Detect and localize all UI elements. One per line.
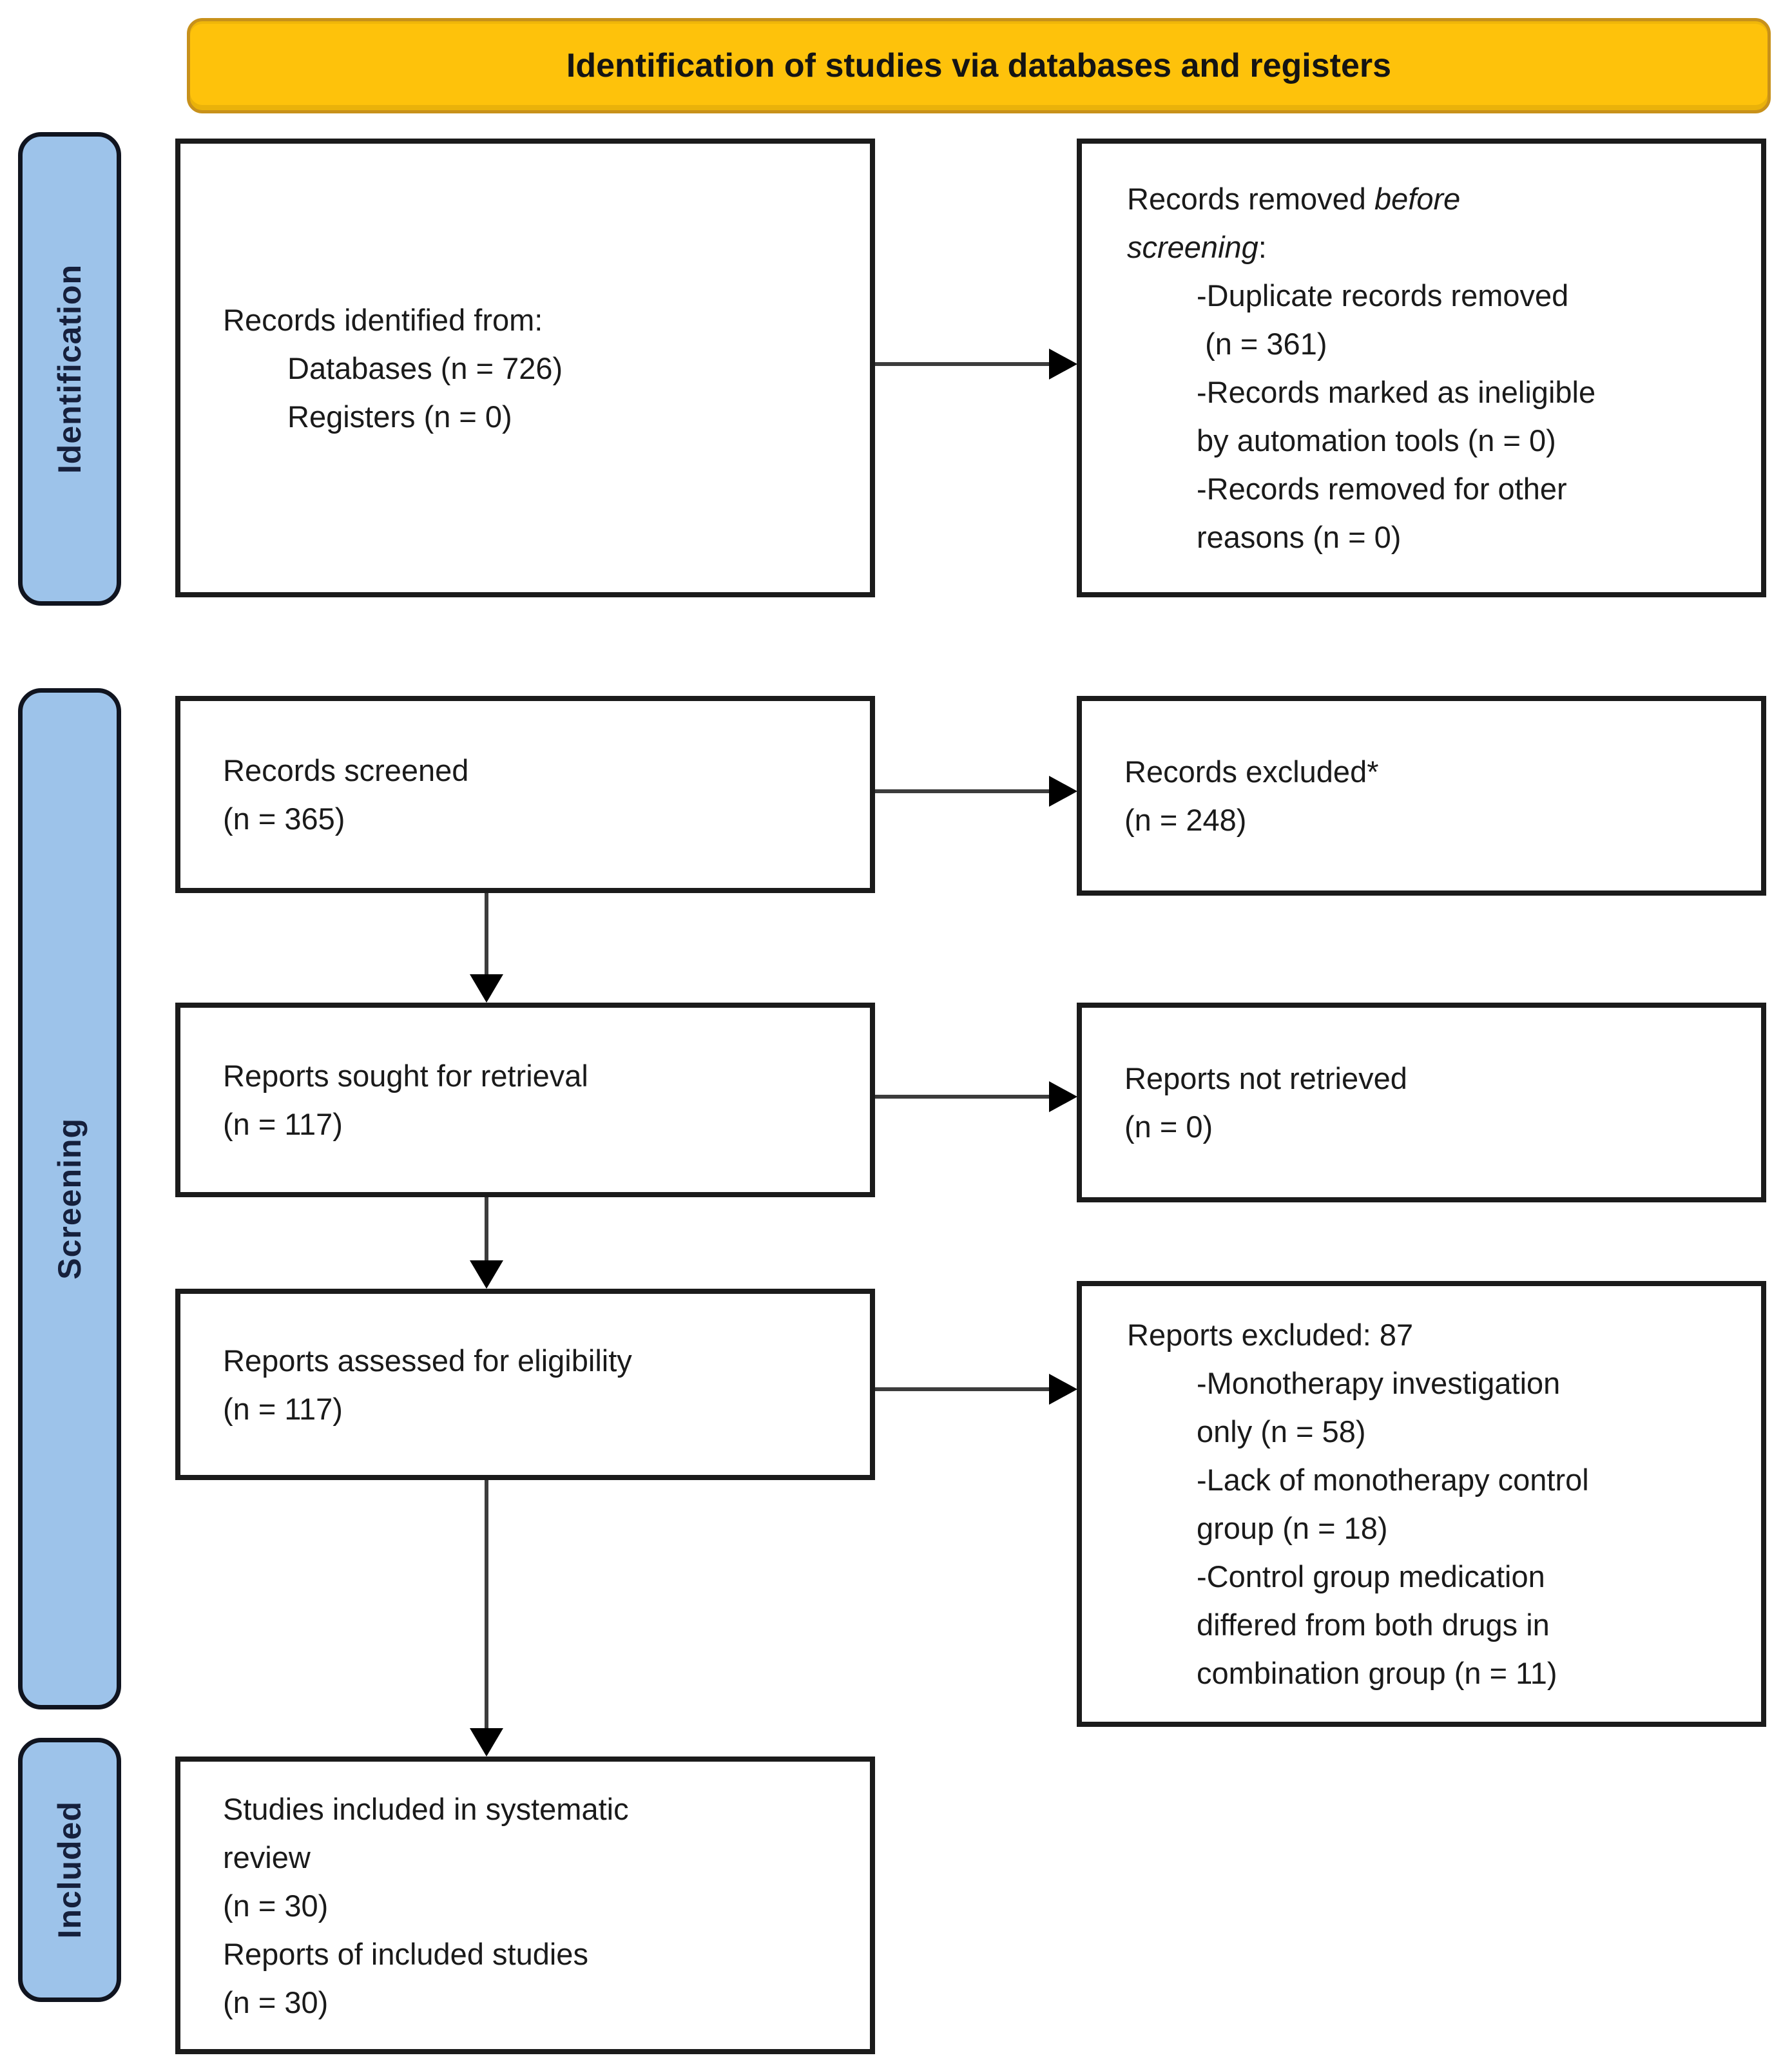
arrow-down-icon <box>470 1728 503 1757</box>
box-line: Reports of included studies <box>223 1936 588 1971</box>
stage-included-text: Included <box>52 1801 88 1939</box>
box-line: Records screened <box>223 753 469 787</box>
box-line: Reports not retrieved <box>1124 1061 1407 1095</box>
arrow-right-icon <box>1049 1081 1077 1112</box>
box-line: -Lack of monotherapy control <box>1197 1463 1589 1497</box>
stage-label-screening: Screening <box>18 688 121 1709</box>
box-text-italic: screening <box>1127 230 1258 264</box>
stage-label-identification: Identification <box>18 132 121 606</box>
box-line: (n = 361) <box>1197 327 1327 361</box>
box-line: -Records marked as ineligible <box>1197 375 1596 409</box>
arrow-assessed-to-reportsexcluded-line <box>875 1387 1049 1391</box>
box-line: combination group (n = 11) <box>1197 1656 1557 1690</box>
box-line: -Monotherapy investigation <box>1197 1366 1561 1400</box>
arrow-screened-to-sought-line <box>485 893 488 976</box>
box-line: (n = 117) <box>223 1107 343 1141</box>
box-line: reasons (n = 0) <box>1197 520 1402 554</box>
box-line: (n = 0) <box>1124 1110 1213 1144</box>
box-line: Reports excluded: 87 <box>1127 1318 1414 1352</box>
box-line: Reports sought for retrieval <box>223 1059 588 1093</box>
stage-label-included: Included <box>18 1738 121 2002</box>
box-line: Records identified from: <box>223 302 543 337</box>
banner-title: Identification of studies via databases … <box>187 18 1771 113</box>
box-line: -Records removed for other <box>1197 472 1567 506</box>
stage-identification-text: Identification <box>52 264 88 474</box>
arrow-screened-to-excluded-line <box>875 789 1049 793</box>
box-records-removed-before-screening: Records removed before screening: -Dupli… <box>1077 139 1766 597</box>
box-reports-sought: Reports sought for retrieval (n = 117) <box>175 1003 875 1197</box>
box-records-identified: Records identified from: Databases (n = … <box>175 139 875 597</box>
box-line: -Duplicate records removed <box>1197 278 1569 313</box>
box-reports-excluded: Reports excluded: 87 -Monotherapy invest… <box>1077 1281 1766 1727</box>
box-reports-assessed: Reports assessed for eligibility (n = 11… <box>175 1289 875 1480</box>
arrow-identified-to-removed-line <box>875 362 1049 366</box>
box-line: Registers (n = 0) <box>287 399 512 434</box>
box-line: (n = 365) <box>223 802 345 836</box>
box-line: Records excluded* <box>1124 755 1379 789</box>
box-line: -Control group medication <box>1197 1559 1545 1593</box>
arrow-assessed-to-included-line <box>485 1480 488 1729</box>
box-line: Databases (n = 726) <box>287 351 563 385</box>
box-line: (n = 30) <box>223 1985 329 2019</box>
box-line: review <box>223 1840 311 1874</box>
arrow-sought-to-notretrieved-line <box>875 1095 1049 1099</box>
box-text: : <box>1258 230 1267 264</box>
box-line: Reports assessed for eligibility <box>223 1343 632 1378</box>
box-line: Studies included in systematic <box>223 1791 629 1826</box>
box-line: by automation tools (n = 0) <box>1197 423 1556 457</box>
arrow-sought-to-assessed-line <box>485 1197 488 1262</box>
arrow-right-icon <box>1049 349 1077 380</box>
box-line: screening: <box>1127 223 1742 271</box>
box-line: differed from both drugs in <box>1197 1608 1550 1642</box>
box-text: Records removed <box>1127 182 1374 216</box>
box-line: Records removed before <box>1127 175 1742 223</box>
stage-screening-text: Screening <box>52 1118 88 1280</box>
box-line: group (n = 18) <box>1197 1511 1388 1545</box>
box-records-screened: Records screened (n = 365) <box>175 696 875 893</box>
box-line: (n = 117) <box>223 1391 343 1426</box>
box-text-italic: before <box>1374 182 1461 216</box>
arrow-right-icon <box>1049 1374 1077 1405</box>
arrow-down-icon <box>470 974 503 1003</box>
box-line: (n = 248) <box>1124 803 1247 837</box>
arrow-right-icon <box>1049 776 1077 807</box>
arrow-down-icon <box>470 1260 503 1289</box>
box-line: (n = 30) <box>223 1888 329 1923</box>
box-studies-included: Studies included in systematic review (n… <box>175 1757 875 2054</box>
box-line: only (n = 58) <box>1197 1414 1366 1449</box>
box-reports-not-retrieved: Reports not retrieved (n = 0) <box>1077 1003 1766 1202</box>
box-records-excluded: Records excluded* (n = 248) <box>1077 696 1766 896</box>
